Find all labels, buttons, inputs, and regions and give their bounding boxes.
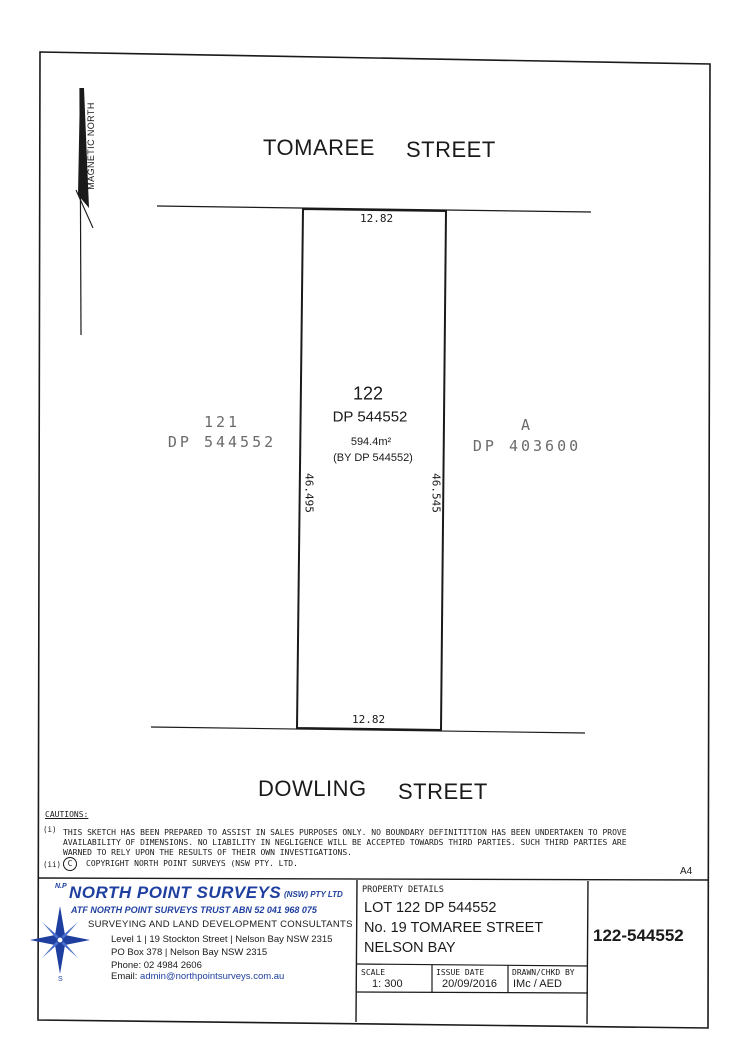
compass-s-label: S bbox=[58, 976, 63, 983]
lot-left-dimension: 46.495 bbox=[302, 473, 316, 513]
lot-right-dimension: 46.545 bbox=[429, 473, 443, 513]
copyright-symbol: C bbox=[67, 859, 73, 868]
caution-1-line-1: THIS SKETCH HAS BEEN PREPARED TO ASSIST … bbox=[63, 828, 627, 837]
bottom-street-name-word2: STREET bbox=[398, 779, 488, 804]
title-block-top-rule bbox=[37, 877, 709, 881]
drawing-reference: 122-544552 bbox=[593, 926, 684, 945]
scale-value: 1: 300 bbox=[372, 978, 403, 990]
company-address-2: PO Box 378 | Nelson Bay NSW 2315 bbox=[111, 947, 268, 958]
company-trust-line: ATF NORTH POINT SURVEYS TRUST ABN 52 041… bbox=[71, 905, 317, 915]
lot-top-dimension: 12.82 bbox=[360, 212, 394, 225]
company-phone: Phone: 02 4984 2606 bbox=[111, 960, 202, 971]
caution-2-text: COPYRIGHT NORTH POINT SURVEYS (NSW PTY. … bbox=[86, 859, 298, 868]
sheet-size: A4 bbox=[680, 866, 693, 877]
company-address-1: Level 1 | 19 Stockton Street | Nelson Ba… bbox=[111, 934, 333, 945]
caution-1-text: THIS SKETCH HAS BEEN PREPARED TO ASSIST … bbox=[63, 828, 627, 858]
left-neighbour-lot: 121 bbox=[203, 413, 241, 431]
caution-1-line-3: WARNED TO RELY UPON THE RESULTS OF THEIR… bbox=[63, 848, 352, 857]
company-email-row: Email: admin@northpointsurveys.com.au bbox=[111, 971, 284, 982]
property-line-3: NELSON BAY bbox=[364, 940, 456, 956]
company-email-link[interactable]: admin@northpointsurveys.com.au bbox=[140, 971, 285, 982]
property-line-1: LOT 122 DP 544552 bbox=[364, 900, 497, 916]
north-arrow-tail bbox=[75, 189, 94, 229]
sheet-border bbox=[37, 51, 711, 1029]
magnetic-north-label: MAGNETIC NORTH bbox=[86, 102, 96, 189]
lot-area-note: (BY DP 544552) bbox=[333, 452, 413, 464]
scale-label: SCALE bbox=[361, 968, 386, 977]
drawn-checked-label: DRAWN/CHKD BY bbox=[512, 968, 575, 977]
copyright-circle-icon: C bbox=[63, 857, 77, 871]
right-neighbour-lot: A bbox=[520, 416, 534, 434]
top-street-name-word1: TOMAREE bbox=[263, 135, 375, 160]
property-heading: PROPERTY DETAILS bbox=[362, 885, 444, 895]
north-arrow-head bbox=[78, 88, 89, 208]
lot-bottom-dimension: 12.82 bbox=[352, 713, 386, 726]
company-email-label: Email: bbox=[111, 971, 138, 982]
meta-bottom-rule bbox=[356, 991, 589, 994]
company-tagline: SURVEYING AND LAND DEVELOPMENT CONSULTAN… bbox=[88, 919, 353, 930]
issue-date-label: ISSUE DATE bbox=[436, 968, 485, 977]
reference-divider bbox=[586, 880, 589, 1025]
bottom-street-name-word1: DOWLING bbox=[258, 776, 367, 801]
caution-1-line-2: AVAILABILITY OF DIMENSIONS. NO LIABILITY… bbox=[63, 838, 627, 847]
caution-2-marker: (ii) bbox=[43, 860, 62, 869]
top-street-name-word2: STREET bbox=[406, 137, 496, 162]
left-neighbour-dp: DP 544552 bbox=[167, 433, 277, 451]
lot-area: 594.4m² bbox=[350, 436, 392, 448]
property-line-2: No. 19 TOMAREE STREET bbox=[364, 920, 544, 936]
compass-rose bbox=[30, 906, 90, 974]
cautions-heading: CAUTIONS: bbox=[45, 810, 89, 819]
title-block-divider bbox=[355, 879, 358, 1023]
right-neighbour-dp: DP 403600 bbox=[472, 437, 582, 455]
logo-np-mark: N.P bbox=[55, 883, 67, 890]
dowling-street-alignment bbox=[150, 726, 586, 734]
company-name: NORTH POINT SURVEYS bbox=[69, 883, 282, 902]
caution-1-marker: (i) bbox=[43, 825, 57, 834]
lot-number: 122 bbox=[352, 383, 384, 404]
issue-date-value: 20/09/2016 bbox=[442, 978, 498, 990]
magnetic-north-text: MAGNETIC NORTH bbox=[86, 102, 96, 190]
company-name-suffix: (NSW) PTY LTD bbox=[284, 890, 343, 899]
meta-row-rule bbox=[356, 963, 589, 967]
lot-dp: DP 544552 bbox=[332, 408, 408, 426]
drawn-checked-value: IMc / AED bbox=[513, 978, 562, 990]
lot-122-boundary bbox=[295, 207, 448, 732]
